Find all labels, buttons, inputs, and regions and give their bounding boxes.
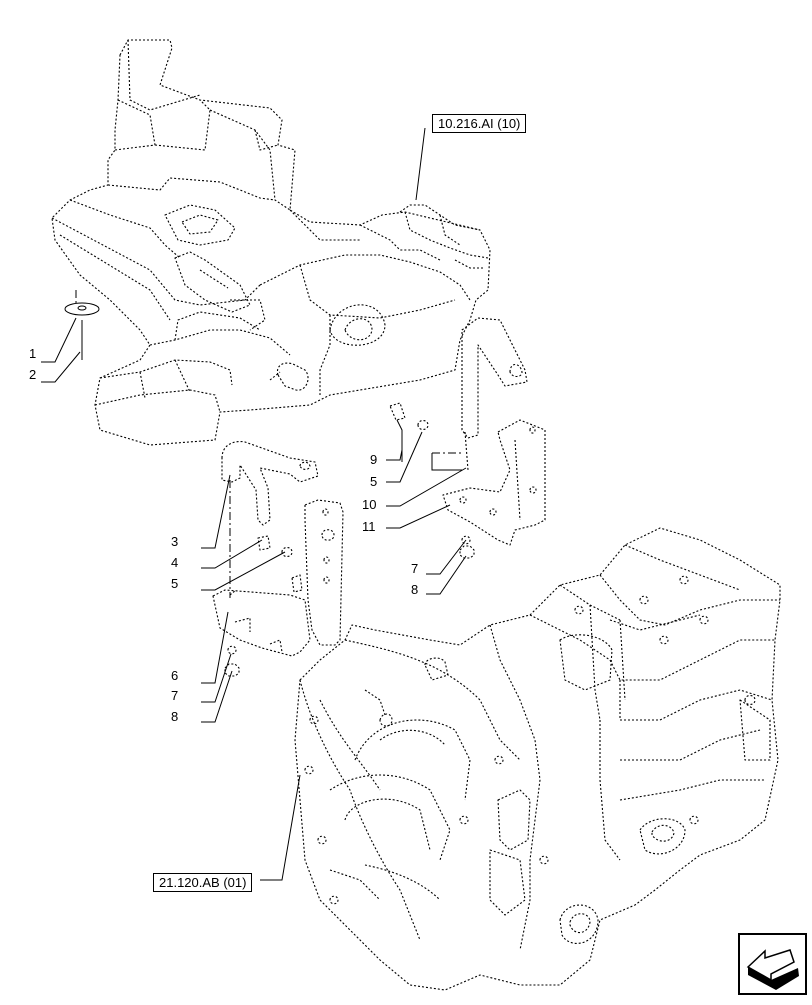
- upper-housing: [51, 39, 491, 446]
- washer-5: [281, 546, 293, 558]
- clip-bracket-3: [221, 440, 319, 526]
- nut-8b: [459, 545, 475, 559]
- nut-8: [224, 663, 240, 677]
- callout-5-right: 5: [370, 474, 378, 489]
- callout-8-left: 8: [171, 709, 179, 724]
- callout-3: 3: [171, 534, 179, 549]
- callout-8-right: 8: [411, 582, 419, 597]
- callout-2: 2: [29, 367, 37, 382]
- left-bracket-group: [212, 440, 344, 677]
- callout-4: 4: [171, 555, 179, 570]
- callout-7-right: 7: [411, 561, 419, 576]
- callout-6: 6: [171, 668, 179, 683]
- callout-10: 10: [362, 497, 377, 512]
- leader-lines: [41, 127, 467, 881]
- reference-bottom[interactable]: 21.120.AB (01): [153, 873, 253, 892]
- callout-9: 9: [370, 452, 378, 467]
- callout-11: 11: [362, 519, 376, 534]
- callout-1: 1: [29, 346, 37, 361]
- hardware-parts: [64, 302, 100, 316]
- washer-7: [227, 645, 237, 655]
- clip-bracket-10: [461, 317, 528, 439]
- next-page-arrow-icon[interactable]: [738, 933, 807, 995]
- reference-top[interactable]: 10.216.AI (10): [432, 114, 527, 133]
- washer-5b: [417, 419, 429, 431]
- bolt-9: [389, 402, 406, 421]
- support-bracket-6: [304, 499, 344, 646]
- transmission-housing: [294, 527, 781, 991]
- support-bracket-11: [442, 419, 546, 546]
- callout-5-left: 5: [171, 576, 179, 591]
- callout-7-left: 7: [171, 688, 179, 703]
- bolt-4: [257, 535, 271, 551]
